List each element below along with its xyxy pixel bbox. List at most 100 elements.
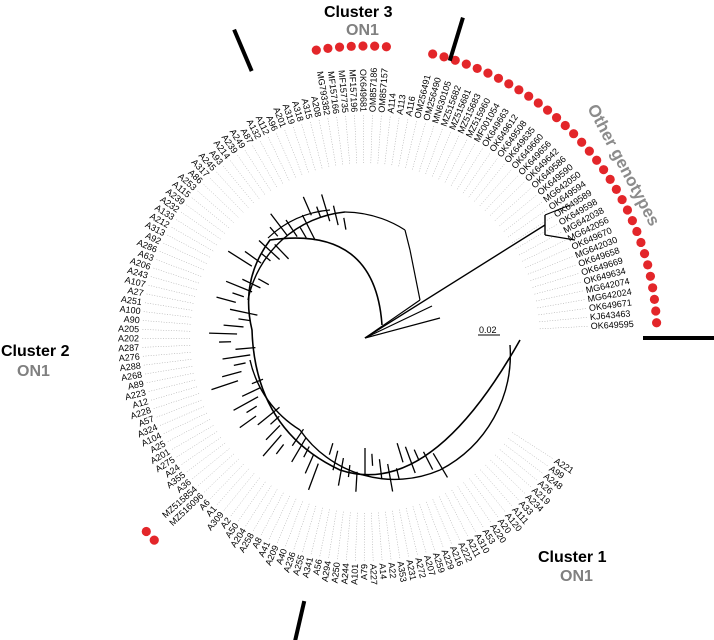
leaf-guide bbox=[146, 293, 194, 304]
internal-branch bbox=[262, 434, 282, 457]
reference-sequence-marker bbox=[551, 113, 562, 123]
internal-branch bbox=[299, 227, 307, 239]
leaf-guide bbox=[156, 399, 202, 418]
leaf-guide bbox=[504, 443, 543, 474]
leaf-guide bbox=[237, 481, 266, 522]
leaf-guide bbox=[463, 482, 491, 523]
reference-sequence-marker bbox=[450, 55, 460, 65]
internal-branch bbox=[413, 449, 420, 461]
leaf-label: A114 bbox=[386, 93, 398, 114]
backbone-arc bbox=[247, 237, 521, 476]
leaf-label: A116 bbox=[404, 95, 418, 117]
leaf-guide bbox=[181, 437, 222, 465]
leaf-label: MF157196 bbox=[347, 69, 359, 112]
internal-branch bbox=[387, 463, 394, 492]
leaf-label: A56 bbox=[311, 558, 324, 576]
long-branch bbox=[364, 299, 421, 339]
inner-arc bbox=[299, 429, 441, 481]
cluster-separator bbox=[447, 17, 465, 62]
leaf-guide bbox=[384, 116, 391, 165]
long-branch bbox=[364, 305, 433, 339]
reference-sequence-marker bbox=[461, 59, 471, 69]
reference-sequence-marker bbox=[514, 85, 524, 95]
leaf-guide bbox=[175, 219, 217, 246]
leaf-guide bbox=[186, 442, 226, 473]
internal-branch bbox=[244, 250, 262, 264]
reference-sequence-marker bbox=[524, 91, 534, 101]
leaf-guide bbox=[163, 412, 208, 434]
leaf-guide bbox=[438, 135, 460, 180]
leaf-guide bbox=[167, 234, 210, 258]
leaf-label: A8 bbox=[250, 536, 264, 550]
leaf-guide bbox=[210, 463, 244, 499]
leaf-guide bbox=[494, 188, 531, 221]
reference-sequence-marker bbox=[651, 306, 661, 316]
leaf-label: A100 bbox=[119, 304, 141, 316]
leaf-label: A353 bbox=[395, 560, 408, 582]
leaf-guide bbox=[462, 153, 491, 194]
leaf-guide bbox=[284, 129, 303, 175]
leaf-guide bbox=[336, 116, 344, 165]
leaf-guide bbox=[479, 169, 512, 207]
leaf-guide bbox=[153, 267, 199, 284]
internal-branch bbox=[260, 252, 271, 262]
internal-branch bbox=[238, 318, 251, 322]
leaf-guide bbox=[377, 115, 382, 164]
internal-branch bbox=[270, 213, 289, 237]
leaf-guide bbox=[399, 509, 409, 557]
leaf-guide bbox=[450, 143, 476, 186]
leaf-guide bbox=[302, 505, 317, 553]
leaf-label: A223 bbox=[124, 387, 147, 402]
internal-branch bbox=[246, 405, 258, 414]
leaf-guide bbox=[285, 501, 303, 547]
leaf-guide bbox=[244, 149, 271, 191]
leaf-guide bbox=[203, 458, 239, 493]
leaf-guide bbox=[371, 512, 374, 561]
internal-branch bbox=[227, 250, 253, 267]
reference-sequence-marker bbox=[141, 526, 151, 537]
leaf-label: A276 bbox=[118, 352, 140, 364]
leaf-guide bbox=[468, 158, 498, 198]
leaf-guide bbox=[318, 119, 330, 167]
leaf-guide bbox=[260, 140, 284, 184]
reference-sequence-marker bbox=[627, 216, 637, 226]
leaf-guide bbox=[156, 259, 202, 277]
reference-sequence-marker bbox=[569, 129, 579, 139]
leaf-label: A101 bbox=[349, 564, 360, 585]
leaf-guide bbox=[142, 345, 191, 348]
internal-branch bbox=[321, 194, 331, 222]
internal-branch bbox=[347, 465, 351, 478]
leaf-label: A294 bbox=[320, 560, 333, 582]
leaf-label: A79 bbox=[359, 564, 369, 580]
leaf-label: A202 bbox=[118, 333, 139, 343]
leaf-label: A341 bbox=[300, 556, 315, 579]
leaf-guide bbox=[186, 204, 225, 234]
leaf-guide bbox=[405, 508, 418, 555]
reference-sequence-marker bbox=[636, 237, 646, 248]
reference-sequence-marker bbox=[560, 120, 570, 131]
leaf-guide bbox=[301, 124, 316, 171]
leaf-label: OM857157 bbox=[377, 68, 390, 113]
inner-arc bbox=[439, 344, 512, 471]
leaf-guide bbox=[535, 290, 584, 302]
internal-branch bbox=[232, 292, 245, 298]
leaf-guide bbox=[378, 512, 383, 561]
leaf-guide bbox=[445, 493, 468, 537]
internal-branch bbox=[332, 205, 339, 226]
leaf-guide bbox=[144, 366, 193, 375]
reference-sequence-marker bbox=[381, 42, 391, 52]
leaf-guide bbox=[337, 511, 344, 560]
internal-branch bbox=[328, 443, 334, 455]
leaf-guide bbox=[522, 240, 566, 262]
leaf-label: A208 bbox=[309, 95, 323, 118]
internal-branch bbox=[395, 468, 400, 481]
internal-branch bbox=[258, 240, 281, 260]
leaf-guide bbox=[153, 393, 200, 409]
inner-arc bbox=[249, 359, 301, 431]
reference-sequence-marker bbox=[649, 294, 660, 304]
leaf-guide bbox=[484, 175, 519, 211]
internal-branch bbox=[257, 278, 270, 286]
leaf-guide bbox=[276, 498, 297, 544]
internal-branch bbox=[242, 278, 261, 289]
long-branch bbox=[364, 317, 441, 339]
